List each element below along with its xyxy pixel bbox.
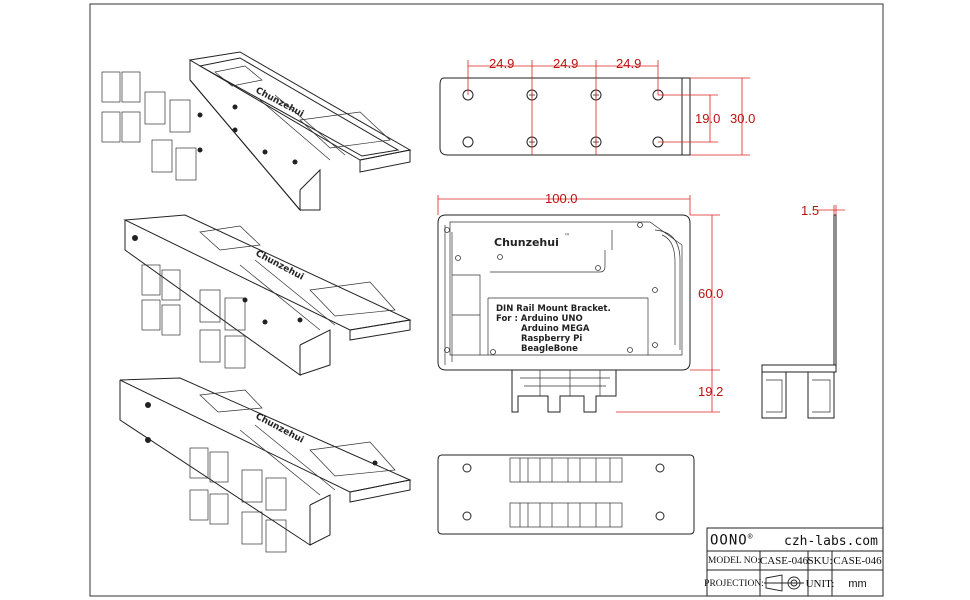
bracket-side-view: 1.5 [761,203,845,419]
plate-text-line-4: Raspberry Pi [521,334,582,344]
iso3-brand-label: Chunzehui [254,412,306,446]
sheet-border [89,3,884,597]
dim-hole-row-spacing: 19.0 [695,111,720,126]
iso2-brand-label: Chunzehui [254,249,306,283]
dim-plate-height: 60.0 [698,286,723,301]
plate-top-view: Chunzehui ™ DIN Rail Mount Bracket. For … [437,191,723,413]
dim-hole-spacing-1: 24.9 [489,56,514,71]
model-no-label: MODEL NO: [707,556,761,566]
dim-bracket-height: 30.0 [730,111,755,126]
unit-value: mm [848,577,867,590]
plate-trademark: ™ [564,233,570,240]
dim-hole-spacing-3: 24.9 [616,56,641,71]
plate-brand-label: Chunzehui [494,236,559,249]
projection-symbol-icon [764,574,804,592]
plate-bottom-view [437,454,695,535]
title-block-frame [706,527,884,597]
sku-value: CASE-046 [833,555,882,567]
projection-label: PROJECTION: [704,578,764,589]
dim-plate-length: 100.0 [545,191,578,206]
sku-label: SKU: [807,555,833,567]
isometric-view-top: Chunzehui [101,51,412,212]
isometric-view-bottom: Chunzehui [119,377,412,553]
unit-label: UNIT: [805,577,835,590]
dim-thickness: 1.5 [801,203,819,218]
dim-hole-spacing-2: 24.9 [553,56,578,71]
brand-text: OONO [710,532,748,549]
brand-name: OONO® [710,532,754,549]
website-text: czh-labs.com [784,534,878,549]
isometric-view-middle: Chunzehui [123,214,412,376]
registered-mark: ® [747,532,754,541]
dim-rail-clip-height: 19.2 [698,384,723,399]
bracket-front-view: 24.9 24.9 24.9 19.0 30.0 [439,56,755,156]
model-no-value: CASE-046 [759,555,809,567]
plate-text-line-5: BeagleBone [521,344,578,354]
plate-text-line-3: Arduino MEGA [521,324,590,334]
plate-text-line-2: For : Arduino UNO [496,314,583,324]
plate-text-line-1: DIN Rail Mount Bracket. [496,304,611,314]
